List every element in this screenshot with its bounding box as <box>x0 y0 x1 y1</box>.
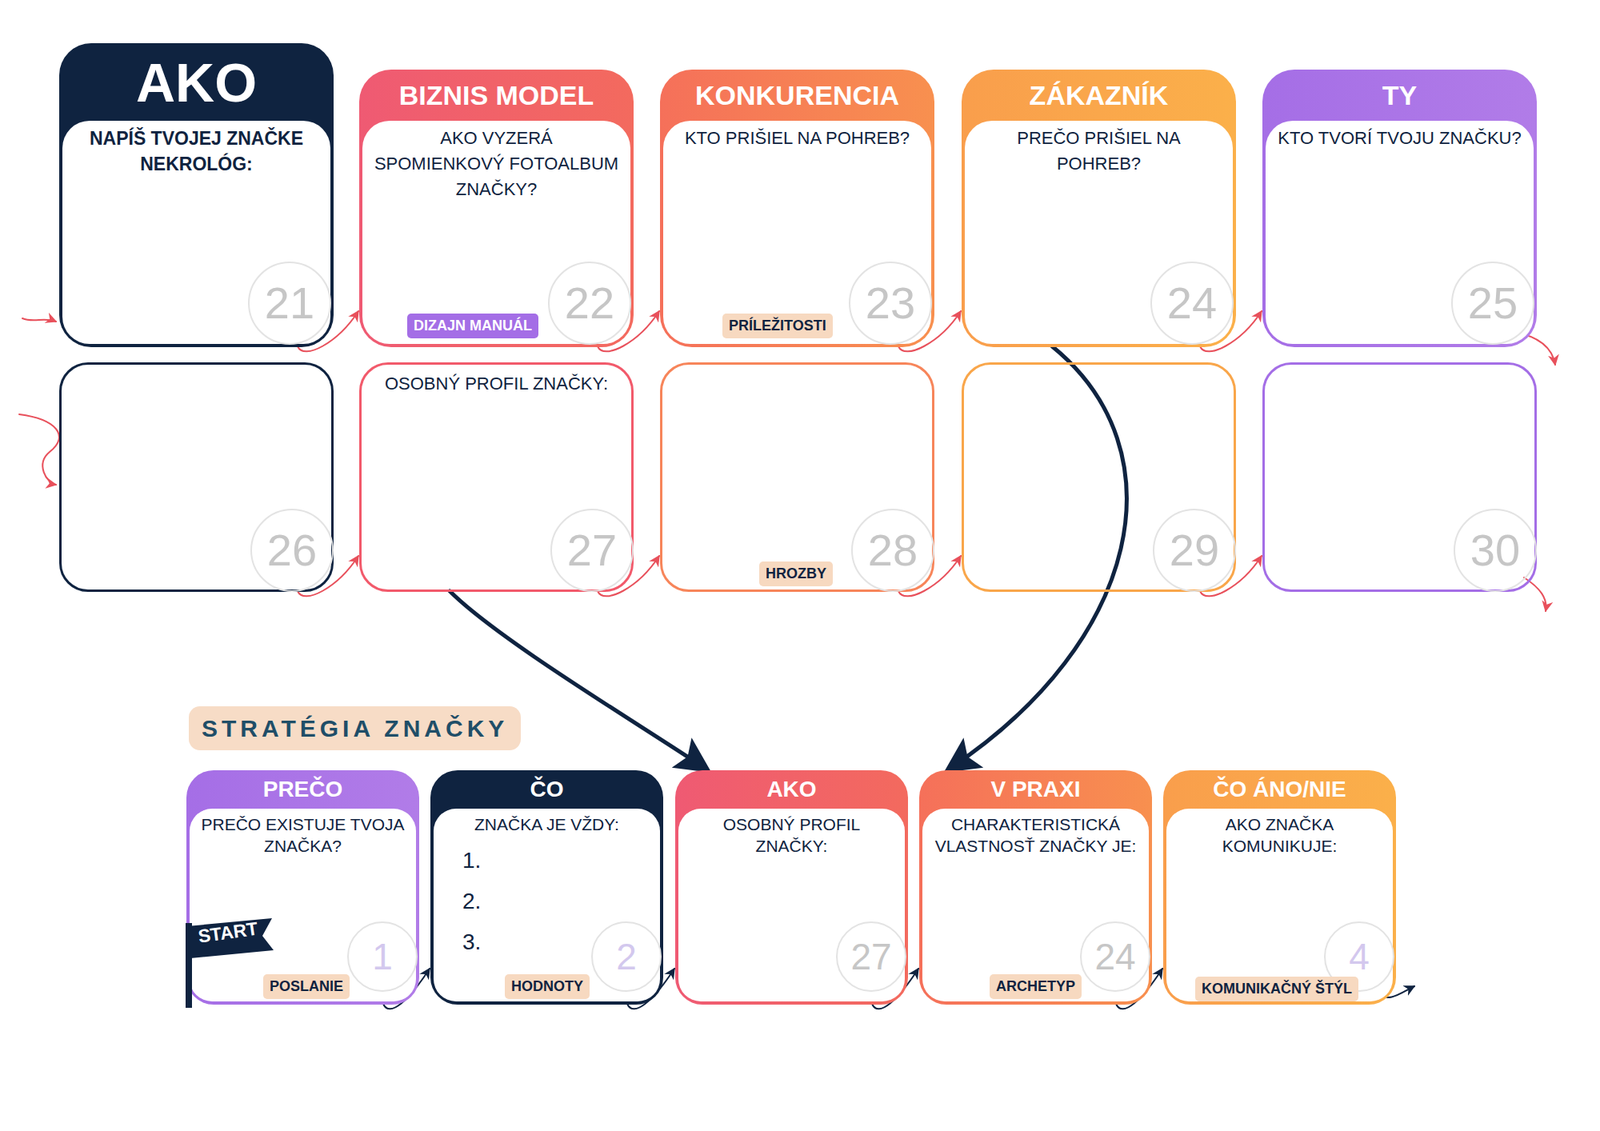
box-heading: AKO <box>59 43 334 121</box>
step-number: 27 <box>550 508 634 592</box>
step-number: 24 <box>1080 921 1151 992</box>
step-number: 24 <box>1150 261 1234 345</box>
topic-tag-text: POSLANIE <box>269 976 344 998</box>
box-question: KTO TVORÍ TVOJU ZNAČKU? <box>1265 125 1534 152</box>
topic-tag: POSLANIE <box>263 974 350 1000</box>
box-question: OSOBNÝ PROFIL ZNAČKY: <box>361 371 632 397</box>
step-number: 26 <box>250 508 334 592</box>
entry-arrow <box>22 318 56 322</box>
list-number: 2. <box>462 887 660 916</box>
box-question: CHARAKTERISTICKÁ VLASTNOSŤ ZNAČKY JE: <box>922 813 1149 857</box>
step-number: 22 <box>548 261 632 345</box>
section-title-text: STRATÉGIA ZNAČKY <box>201 715 508 743</box>
topic-tag-text: PRÍLEŽITOSTI <box>728 315 827 337</box>
profile-box: OSOBNÝ PROFIL ZNAČKY: 27 <box>359 362 634 592</box>
transfer-arrow <box>949 346 1127 769</box>
empty-box: 30 <box>1262 362 1537 592</box>
empty-box: 29 <box>961 362 1236 592</box>
exit-arrow <box>1524 577 1547 612</box>
step-number-text: 27 <box>567 528 617 573</box>
step-number-text: 24 <box>1094 938 1136 976</box>
section-title: STRATÉGIA ZNAČKY <box>188 706 521 751</box>
box-question: PREČO PRIŠIEL NA POHREB? <box>964 125 1233 177</box>
topic-tag-text: HODNOTY <box>511 976 584 998</box>
step-number-text: 30 <box>1470 528 1520 573</box>
topic-tag-text: DIZAJN MANUÁL <box>413 315 532 337</box>
box-heading: ZÁKAZNÍK <box>961 69 1236 121</box>
topic-tag: DIZAJN MANUÁL <box>407 313 539 339</box>
step-number-text: 28 <box>868 528 918 573</box>
start-flag: START <box>182 918 272 1008</box>
why-box: PREČO PREČO EXISTUJE TVOJA ZNAČKA? POSLANI… <box>186 770 420 1005</box>
what-box: ČOZNAČKA JE VŽDY:1.2.3.HODNOTY2 <box>430 770 664 1005</box>
how-box: AKO OSOBNÝ PROFIL ZNAČKY: 27 <box>675 770 908 1005</box>
step-number: 29 <box>1152 508 1236 592</box>
box-question: ZNAČKA JE VŽDY: <box>433 813 660 836</box>
flag-pole <box>185 923 192 1008</box>
box-question: NAPÍŠ TVOJEJ ZNAČKE NEKROLÓG: <box>62 125 331 177</box>
entry-arrow <box>19 414 60 485</box>
step-number-text: 29 <box>1169 528 1220 573</box>
box-heading: PREČO <box>186 770 420 809</box>
box-heading: ČO ÁNO/NIE <box>1163 770 1396 809</box>
box-heading: KONKURENCIA <box>660 69 935 121</box>
step-number-text: 23 <box>865 280 916 326</box>
box-heading: ČO <box>430 770 664 809</box>
step-number: 1 <box>347 921 418 992</box>
topic-tag: KOMUNIKAČNÝ ŠTÝL <box>1195 976 1359 1002</box>
competition-box: KONKURENCIA KTO PRIŠIEL NA POHREB? PRÍLEŽI… <box>660 69 935 348</box>
you-box: TY KTO TVORÍ TVOJU ZNAČKU? 25 <box>1262 69 1537 348</box>
step-number-text: 27 <box>850 938 892 976</box>
step-number: 28 <box>851 508 935 592</box>
topic-tag: PRÍLEŽITOSTI <box>722 313 833 339</box>
topic-tag-text: HROZBY <box>765 563 827 585</box>
business-model-box: BIZNIS MODELAKO VYZERÁ SPOMIENKOVÝ FOTOA… <box>359 69 634 348</box>
step-number: 27 <box>836 921 907 992</box>
step-number-text: 24 <box>1167 280 1217 326</box>
customer-box: ZÁKAZNÍKPREČO PRIŠIEL NA POHREB? 24 <box>961 69 1236 348</box>
step-number: 25 <box>1451 261 1535 345</box>
list-number: 1. <box>462 846 660 876</box>
box-question: KTO PRIŠIEL NA POHREB? <box>663 125 932 152</box>
step-number: 23 <box>848 261 932 345</box>
step-number-text: 4 <box>1348 938 1370 976</box>
empty-box: 26 <box>59 362 334 592</box>
topic-tag-text: KOMUNIKAČNÝ ŠTÝL <box>1201 978 1352 1000</box>
practice-box: V PRAXI CHARAKTERISTICKÁ VLASTNOSŤ ZNAČKY… <box>919 770 1152 1005</box>
box-heading: V PRAXI <box>919 770 1152 809</box>
box-heading: TY <box>1262 69 1537 121</box>
box-question: AKO VYZERÁ SPOMIENKOVÝ FOTOALBUM ZNAČKY? <box>362 125 631 203</box>
empty-box: HROZBY 28 <box>660 362 935 592</box>
topic-tag: HROZBY <box>759 561 833 587</box>
flag-cloth <box>187 918 274 959</box>
topic-tag: HODNOTY <box>504 974 590 1000</box>
step-number: 2 <box>591 921 662 992</box>
box-heading: BIZNIS MODEL <box>359 69 634 121</box>
box-question: AKO ZNAČKA KOMUNIKUJE: <box>1166 813 1393 857</box>
step-number-text: 25 <box>1468 280 1518 326</box>
step-number-text: 1 <box>372 938 393 976</box>
step-number: 30 <box>1453 508 1537 592</box>
step-number-text: 26 <box>267 528 317 573</box>
obituary-box: AKONAPÍŠ TVOJEJ ZNAČKE NEKROLÓG: 21 <box>59 43 334 348</box>
step-number-text: 2 <box>616 938 637 976</box>
yes-no-box: ČO ÁNO/NIE AKO ZNAČKA KOMUNIKUJE: KOMUNIKA… <box>1163 770 1396 1005</box>
box-question: PREČO EXISTUJE TVOJA ZNAČKA? <box>189 813 416 857</box>
topic-tag: ARCHETYP <box>989 974 1082 1000</box>
step-number-text: 21 <box>264 280 315 326</box>
box-question: OSOBNÝ PROFIL ZNAČKY: <box>678 813 905 857</box>
topic-tag-text: ARCHETYP <box>996 976 1076 998</box>
box-heading: AKO <box>675 770 908 809</box>
step-number-text: 22 <box>564 280 615 326</box>
step-number: 21 <box>248 261 332 345</box>
